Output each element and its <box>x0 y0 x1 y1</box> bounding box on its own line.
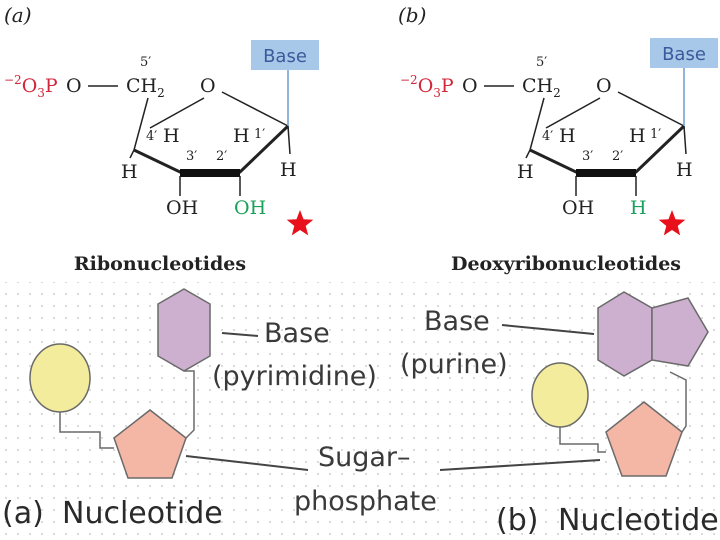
phosphate-group-b: −2O3P <box>400 73 454 100</box>
ring-bold-bond-b <box>576 169 636 177</box>
linker-oxygen-a: O <box>66 75 82 97</box>
highlight-star-b-icon <box>658 210 686 236</box>
base-label-b: Base <box>662 44 706 65</box>
c5-prime-label-b: 5′ <box>536 55 547 70</box>
bond-ch2-c4-b <box>529 97 545 151</box>
caption-a-word: Nucleotide <box>62 496 223 531</box>
pointer-sugar-a <box>185 455 309 471</box>
linker-oxygen-b: O <box>462 75 478 97</box>
h-right-b: H <box>676 159 693 181</box>
ring-bold-bond-a <box>180 169 240 177</box>
h-2-prime-b: H <box>630 197 647 219</box>
c4-prime-label-a: 4′ <box>146 129 157 144</box>
caption-b-letter: (b) <box>496 503 538 538</box>
bond-o-c1-a <box>221 91 289 127</box>
panel-a-label: (a) <box>4 3 32 27</box>
purine-pentagon <box>651 297 709 367</box>
bond-ch2-c4-a <box>133 97 149 151</box>
base-pyrimidine-label-2: (pyrimidine) <box>212 361 377 392</box>
h-c4-b: H <box>559 125 576 147</box>
base-box-a <box>251 40 319 70</box>
sugar-pentagon-a <box>113 409 187 479</box>
ring-oxygen-b: O <box>596 75 612 97</box>
h-c1-a: H <box>233 125 250 147</box>
c1-prime-label-a: 1′ <box>254 127 265 142</box>
panel-b-deoxyribonucleotide: (b) −2O3P O CH2 5′ O Base 4′ H H 1′ 3′ 2… <box>398 3 718 275</box>
bond-c4-h-b <box>525 149 531 159</box>
phosphate-group-a: −2O3P <box>4 73 58 100</box>
bond-c1-h-b <box>683 125 687 155</box>
bond-o-c1-b <box>617 91 685 127</box>
bond-c4-h-a <box>129 149 135 159</box>
pointer-base-pyrimidine <box>221 332 259 337</box>
bond-phosphate-sugar-a <box>59 412 114 449</box>
phosphate-circle-a <box>29 343 91 413</box>
c4-prime-label-b: 4′ <box>542 129 553 144</box>
h-c1-b: H <box>629 125 646 147</box>
c2-prime-label-b: 2′ <box>612 149 623 164</box>
c5-prime-label-a: 5′ <box>140 55 151 70</box>
c1-prime-label-b: 1′ <box>650 127 661 142</box>
sugar-phosphate-label-2: phosphate <box>294 486 437 517</box>
h-left-b: H <box>517 161 534 183</box>
purine-hexagon <box>597 291 653 377</box>
pointer-base-purine <box>501 324 595 335</box>
sugar-phosphate-label-1: Sugar– <box>318 442 411 473</box>
bond-phosphate-sugar-b <box>559 427 606 453</box>
panel-a-title: Ribonucleotides <box>74 253 246 275</box>
bond-sugar-base-b <box>669 371 687 433</box>
bond-o-c4-a <box>149 97 205 129</box>
panel-b-label: (b) <box>398 3 426 27</box>
h-c4-a: H <box>163 125 180 147</box>
h-right-a: H <box>280 159 297 181</box>
base-purine-label-2: (purine) <box>400 349 508 380</box>
base-box-b <box>650 38 718 68</box>
c2-prime-label-a: 2′ <box>216 149 227 164</box>
oh-3-prime-b: OH <box>562 197 594 219</box>
base-pyrimidine-label-1: Base <box>264 318 330 349</box>
ring-oxygen-a: O <box>200 75 216 97</box>
h-left-a: H <box>121 161 138 183</box>
panel-b-title: Deoxyribonucleotides <box>451 253 681 275</box>
c3-prime-label-b: 3′ <box>582 149 593 164</box>
oh-3-prime-a: OH <box>166 197 198 219</box>
caption-a-letter: (a) <box>2 496 44 531</box>
caption-b-word: Nucleotide <box>558 503 719 538</box>
base-label-a: Base <box>263 46 307 67</box>
bond-sugar-base-a <box>184 370 195 439</box>
nucleotide-cartoon: Base (pyrimidine) Base (purine) Sugar– p… <box>0 282 720 540</box>
base-purine-label-1: Base <box>424 306 490 337</box>
oh-2-prime-a: OH <box>234 197 266 219</box>
c3-prime-label-a: 3′ <box>186 149 197 164</box>
sugar-pentagon-b <box>605 401 683 477</box>
ch2-group-a: CH2 <box>126 75 165 100</box>
pointer-sugar-b <box>439 459 601 471</box>
ch2-group-b: CH2 <box>522 75 561 100</box>
highlight-star-a-icon <box>286 210 314 236</box>
pyrimidine-hexagon <box>157 288 211 372</box>
panel-a-ribonucleotide: (a) −2O3P O CH2 5′ O Base 4′ H H 1′ 3′ 2… <box>4 3 319 275</box>
bond-o-c4-b <box>545 97 601 129</box>
phosphate-circle-b <box>531 362 589 428</box>
bond-c1-h-a <box>287 125 291 155</box>
